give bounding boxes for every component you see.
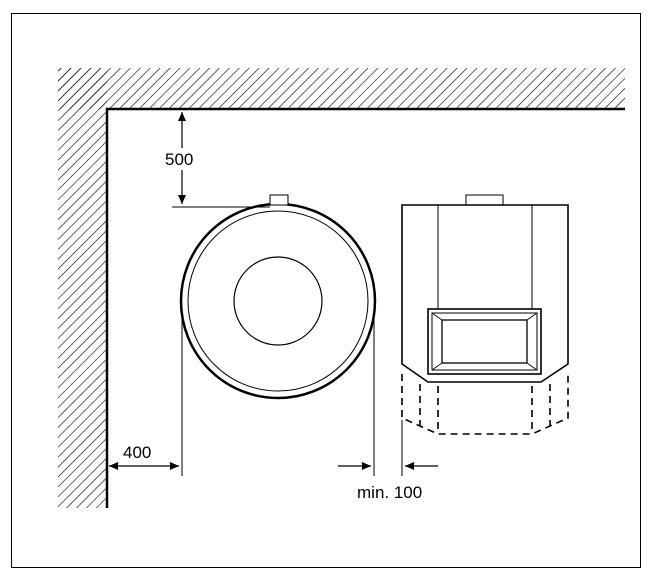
heater-top-view: [179, 194, 377, 400]
dimension-500: 500: [165, 112, 270, 208]
optional-base-dashed: [401, 374, 569, 435]
heater-front-view: [401, 194, 569, 435]
dimension-label-400: 400: [123, 443, 151, 462]
flue-connector: [269, 194, 289, 206]
combustion-door: [427, 308, 542, 375]
dimension-label-min-100: min. 100: [357, 483, 422, 502]
flue-connector-front: [465, 194, 504, 206]
dimension-label-500: 500: [165, 150, 193, 169]
dimension-min-100: min. 100: [338, 308, 438, 502]
dimension-400: 400: [109, 308, 183, 476]
figure-frame: [11, 13, 641, 568]
